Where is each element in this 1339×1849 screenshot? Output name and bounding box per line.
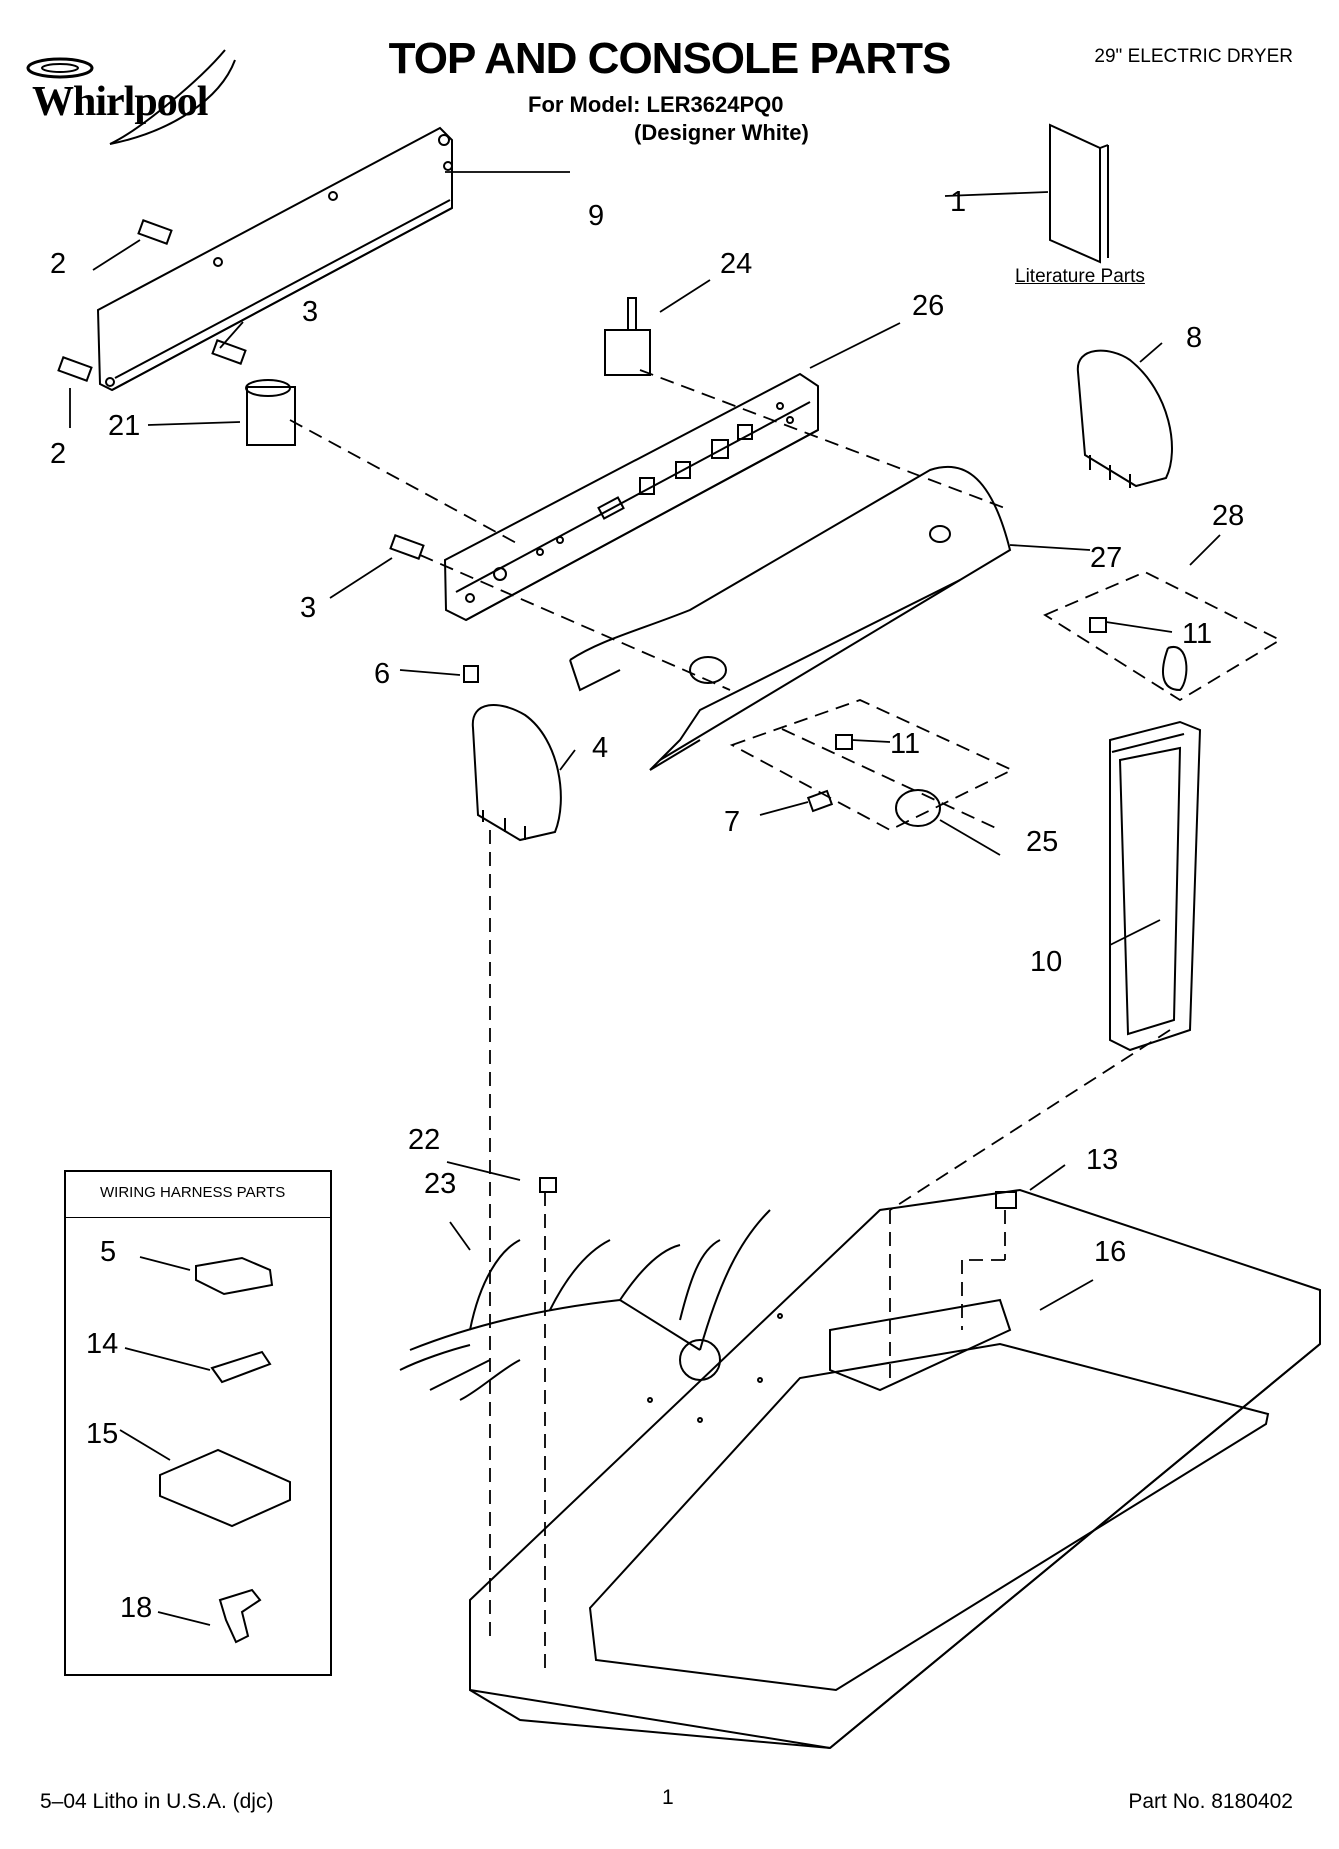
callout-21: 21	[108, 410, 141, 442]
part-10-lint-screen	[1109, 720, 1202, 1052]
callout-8: 8	[1186, 322, 1203, 354]
whirlpool-logo: Whirlpool	[20, 40, 270, 150]
part-hardware	[57, 219, 1188, 1209]
part-23-wiring-harness	[399, 1209, 771, 1401]
part-4-end-cap-left	[471, 704, 562, 842]
product-type: 29" ELECTRIC DRYER	[1094, 46, 1293, 67]
callout-7: 7	[724, 806, 741, 838]
logo-swirl-icon	[26, 49, 236, 145]
part-16-top-panel	[469, 1188, 1321, 1750]
harness-box-header: WIRING HARNESS PARTS	[66, 1172, 330, 1218]
callout-3-top: 3	[302, 296, 319, 328]
callout-4: 4	[592, 732, 609, 764]
callout-6: 6	[374, 658, 391, 690]
callout-14: 14	[86, 1328, 119, 1360]
logo-wordmark: Whirlpool	[32, 79, 208, 125]
callout-28: 28	[1212, 500, 1245, 532]
harness-box-title: WIRING HARNESS PARTS	[100, 1184, 286, 1201]
callout-5: 5	[100, 1236, 117, 1268]
harness-box-parts	[159, 1256, 291, 1644]
callout-13: 13	[1086, 1144, 1119, 1176]
part-21-timer	[245, 379, 296, 446]
callout-18: 18	[120, 1592, 153, 1624]
leader-lines	[69, 171, 1221, 1626]
callout-9: 9	[588, 200, 605, 232]
callout-10: 10	[1030, 946, 1063, 978]
page-number: 1	[662, 1786, 674, 1809]
callout-24: 24	[720, 248, 753, 280]
callout-23: 23	[424, 1168, 457, 1200]
part-1-literature	[1049, 123, 1109, 264]
footer-print-info: 5–04 Litho in U.S.A. (djc)	[40, 1790, 274, 1813]
assembly-lines	[289, 369, 1282, 1670]
page-title: TOP AND CONSOLE PARTS	[388, 34, 952, 83]
callout-2-top: 2	[50, 248, 67, 280]
literature-parts-label: Literature Parts	[1015, 266, 1145, 287]
callout-11-left: 11	[890, 728, 921, 760]
part-26-control-bracket	[443, 372, 819, 622]
part-27-console	[569, 465, 1012, 771]
callout-16: 16	[1094, 1236, 1127, 1268]
callout-26: 26	[912, 290, 945, 322]
model-number: For Model: LER3624PQ0	[528, 92, 784, 117]
wiring-harness-parts-box: WIRING HARNESS PARTS	[64, 1170, 332, 1676]
model-color: (Designer White)	[634, 120, 809, 145]
callout-11-right: 11	[1182, 618, 1213, 650]
part-24-switch	[604, 297, 651, 376]
callout-1: 1	[950, 186, 967, 218]
part-8-end-cap-right	[1076, 349, 1173, 488]
callout-22: 22	[408, 1124, 441, 1156]
callout-15: 15	[86, 1418, 119, 1450]
callout-3-bottom: 3	[300, 592, 317, 624]
callout-2-bottom: 2	[50, 438, 67, 470]
part-number: Part No. 8180402	[1128, 1790, 1293, 1813]
callout-27: 27	[1090, 542, 1123, 574]
part-9-back-panel	[96, 126, 453, 392]
callout-25: 25	[1026, 826, 1059, 858]
